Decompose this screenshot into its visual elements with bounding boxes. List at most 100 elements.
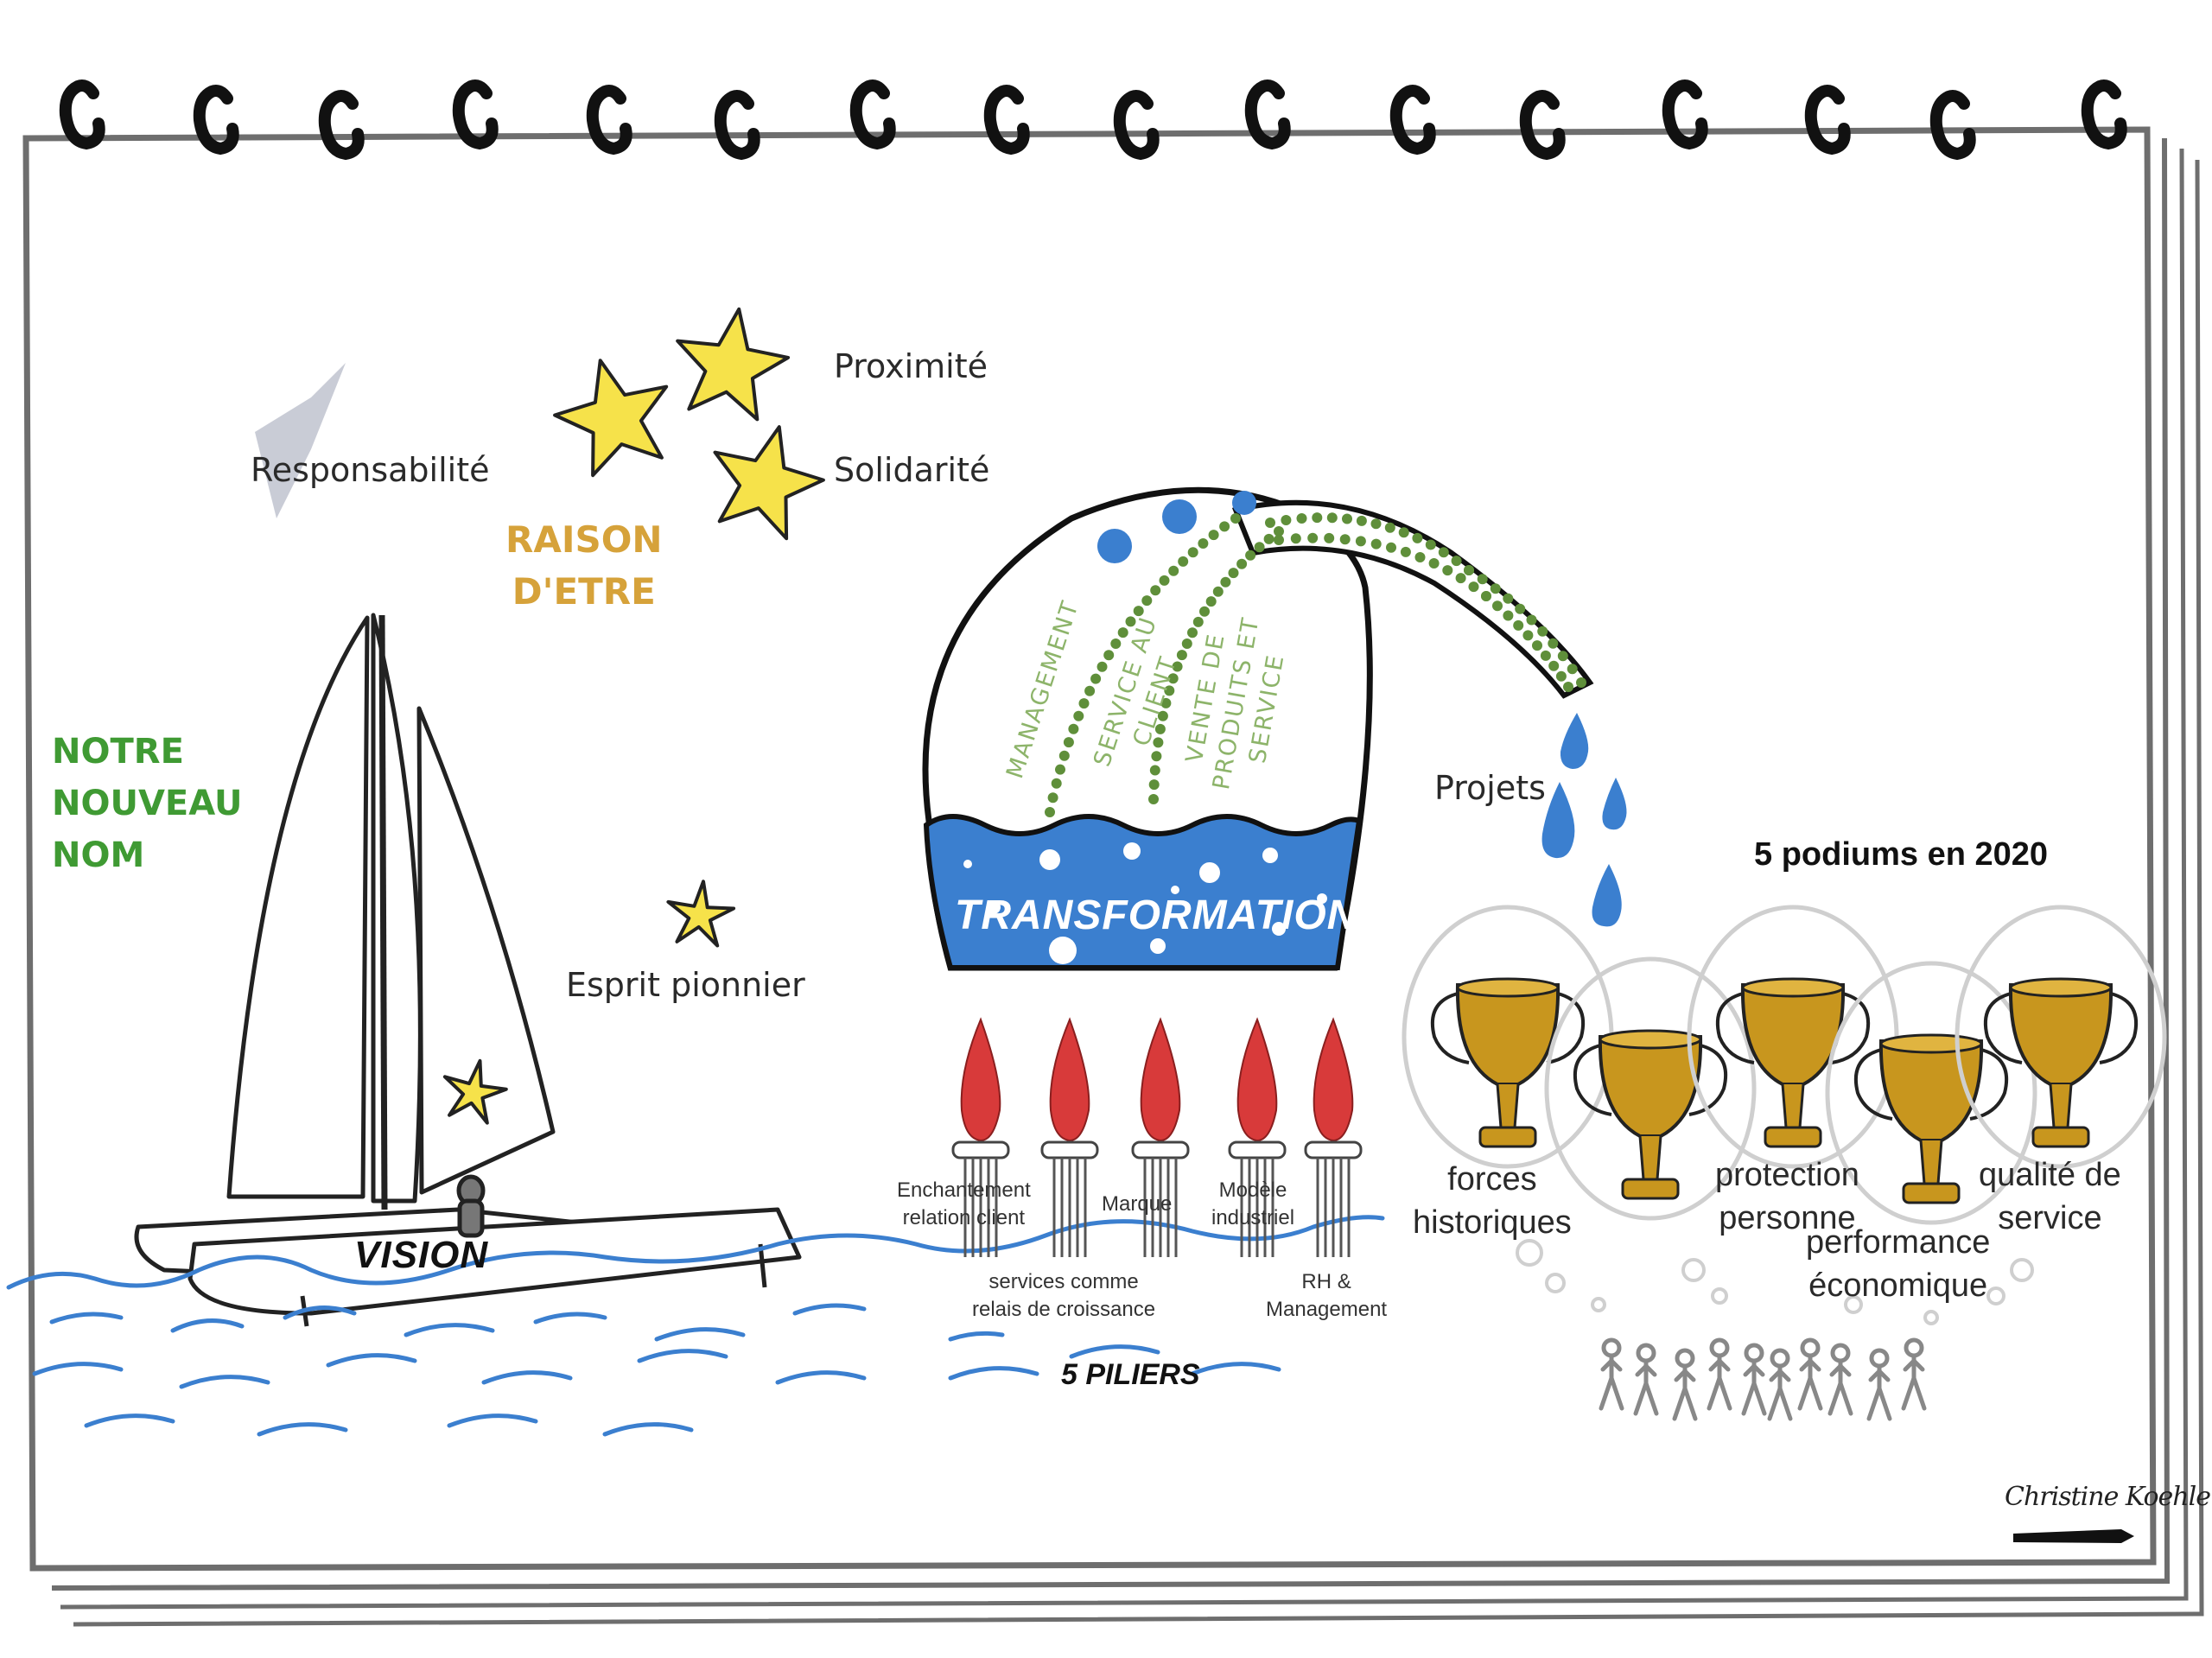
- stream-dot: [1236, 558, 1248, 569]
- pillar-capital: [1131, 1140, 1190, 1159]
- stream-dot: [1513, 619, 1524, 631]
- person-figure-icon: [1866, 1348, 1892, 1421]
- stream-dot: [1125, 616, 1136, 627]
- stream-dot: [1192, 616, 1204, 627]
- signature: Christine Koehler: [2005, 1482, 2212, 1512]
- stream-dot: [1254, 542, 1265, 553]
- stream-dot: [1307, 532, 1319, 543]
- stream-dot: [1117, 627, 1128, 638]
- stream-dot: [1274, 526, 1284, 537]
- stream-dot: [1219, 521, 1230, 532]
- trophy-handle: [1715, 992, 1755, 1064]
- trophy-handle: [1688, 1044, 1728, 1116]
- trophy-handle: [1853, 1048, 1893, 1121]
- thought-bubble: [1681, 1258, 1706, 1282]
- spiral-ring-icon: [1244, 79, 1291, 150]
- pillar-capital: [1228, 1140, 1287, 1159]
- trophy-handle: [1969, 1048, 2009, 1121]
- trophy-handle: [1573, 1044, 1612, 1116]
- trophy-stem: [1781, 1083, 1805, 1129]
- stream-dot: [1503, 593, 1514, 604]
- stream-dot: [1455, 573, 1466, 584]
- person-figure-icon: [1633, 1343, 1659, 1416]
- stream-dot: [1176, 650, 1187, 661]
- spiral-binding: [59, 79, 2127, 161]
- spiral-ring-icon: [318, 90, 365, 161]
- stream-dot: [1425, 539, 1436, 550]
- stream-dot: [1398, 527, 1409, 538]
- podiums-title: 5 podiums en 2020: [1754, 836, 2049, 873]
- stream-dot: [1537, 626, 1548, 637]
- pillar-label-modele: Modèle industriel: [1211, 1178, 1295, 1229]
- stream-dot: [1157, 710, 1168, 721]
- stream-dot: [1428, 558, 1440, 569]
- spiral-ring-icon: [1929, 90, 1976, 161]
- transformation-flask: [922, 486, 1627, 971]
- star-icon: [666, 880, 736, 948]
- person-figure-icon: [1707, 1337, 1732, 1411]
- stream-dot: [1263, 533, 1274, 544]
- trophy-stem: [1496, 1083, 1520, 1129]
- spiral-ring-icon: [193, 85, 239, 156]
- people-figures: [1599, 1337, 1927, 1421]
- spiral-ring-icon: [1389, 85, 1436, 156]
- stream-dot: [1503, 610, 1514, 621]
- stream-dot: [1438, 547, 1449, 558]
- stream-dot: [1160, 697, 1172, 708]
- stream-dot: [1187, 547, 1198, 558]
- stream-dot: [1187, 627, 1198, 638]
- value-solidarite: Solidarité: [834, 451, 990, 489]
- spiral-ring-icon: [1804, 85, 1851, 156]
- thought-bubble: [1591, 1297, 1606, 1312]
- stream-dot: [1468, 581, 1479, 593]
- podium-label-forces: forces historiques: [1413, 1161, 1572, 1241]
- thought-bubble: [1844, 1295, 1863, 1314]
- thought-bubble: [2010, 1258, 2034, 1282]
- stream-dot: [1477, 574, 1488, 585]
- flame-icon: [1313, 1017, 1354, 1142]
- signature-pen-icon: [2013, 1529, 2134, 1543]
- stream-dot: [1090, 673, 1102, 684]
- person-figure-icon: [1797, 1337, 1823, 1411]
- stream-dot: [1490, 583, 1501, 594]
- stream-dot: [1370, 518, 1382, 530]
- person-figure-icon: [1767, 1348, 1793, 1421]
- stream-dot: [1230, 513, 1241, 524]
- person-figure-icon: [1741, 1343, 1767, 1416]
- stream-dot: [1567, 664, 1578, 675]
- stream-dot: [1181, 638, 1192, 649]
- spiral-ring-icon: [714, 90, 760, 161]
- stream-dot: [1220, 576, 1231, 588]
- thought-cloud: [1955, 905, 2167, 1169]
- esprit-pionnier: Esprit pionnier: [566, 966, 805, 1004]
- stream-dot: [1141, 595, 1153, 607]
- spiral-ring-icon: [849, 79, 896, 150]
- stream-dot: [1481, 591, 1491, 601]
- star-icon: [553, 359, 669, 478]
- stream-dot: [1290, 533, 1301, 544]
- thought-bubble: [1986, 1286, 2005, 1305]
- stream-dot: [1084, 685, 1096, 696]
- stream-dot: [1178, 556, 1189, 567]
- pillar-capital: [951, 1140, 1010, 1159]
- stream-dot: [1464, 565, 1474, 575]
- stream-dot: [1532, 640, 1542, 651]
- stream-dot: [1167, 673, 1179, 684]
- trophy-base: [1764, 1126, 1822, 1148]
- stream-dot: [1164, 685, 1175, 696]
- flame-icon: [1140, 1017, 1181, 1142]
- stream-dot: [1151, 751, 1162, 762]
- podium-label-protection: protection personne: [1715, 1157, 1859, 1236]
- stream-dot: [1370, 538, 1382, 549]
- stream-dot: [1515, 603, 1526, 614]
- trophy-icon: [1455, 983, 1560, 1086]
- podium-label-performance: performance économique: [1806, 1224, 1991, 1304]
- stream-dot: [1274, 535, 1284, 545]
- stream-dot: [1281, 515, 1292, 525]
- person-figure-icon: [1599, 1337, 1624, 1411]
- stream-dot: [1548, 638, 1559, 649]
- stream-dot: [1208, 530, 1219, 541]
- pillar-columns: [951, 1017, 1363, 1257]
- stream-dot: [1047, 792, 1058, 804]
- stream-dot: [1168, 565, 1179, 576]
